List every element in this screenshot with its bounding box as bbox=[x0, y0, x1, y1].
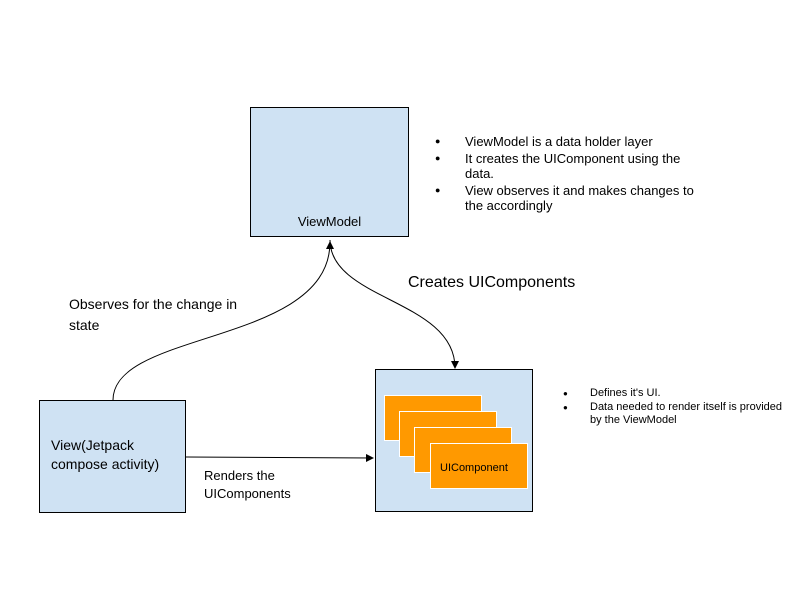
viewmodel-notes: ViewModel is a data holder layer It crea… bbox=[435, 134, 695, 215]
observes-label: Observes for the change in state bbox=[69, 296, 238, 333]
viewmodel-note-1: ViewModel is a data holder layer bbox=[435, 134, 695, 149]
view-label: View(Jetpack compose activity) bbox=[51, 437, 160, 472]
ui-component-label: UIComponent bbox=[440, 462, 508, 474]
viewmodel-note-3: View observes it and makes changes to th… bbox=[435, 183, 695, 213]
ui-component-note-1: Defines it's UI. bbox=[563, 387, 783, 400]
ui-component-card-front: UIComponent bbox=[430, 443, 528, 489]
viewmodel-label: ViewModel bbox=[297, 214, 362, 229]
creates-label: Creates UIComponents bbox=[408, 274, 576, 291]
creates-arrow bbox=[329, 239, 459, 369]
viewmodel-note-2: It creates the UIComponent using the dat… bbox=[435, 151, 695, 181]
view-box: View(Jetpack compose activity) bbox=[39, 400, 186, 513]
renders-label: Renders the UIComponents bbox=[204, 468, 291, 501]
ui-component-note-2: Data needed to render itself is provided… bbox=[563, 401, 783, 427]
ui-components-box: UIComponent bbox=[375, 369, 533, 512]
observes-arrow bbox=[112, 241, 334, 401]
viewmodel-box: ViewModel bbox=[250, 107, 409, 237]
ui-component-notes: Defines it's UI. Data needed to render i… bbox=[563, 387, 783, 428]
renders-arrow bbox=[185, 453, 374, 462]
